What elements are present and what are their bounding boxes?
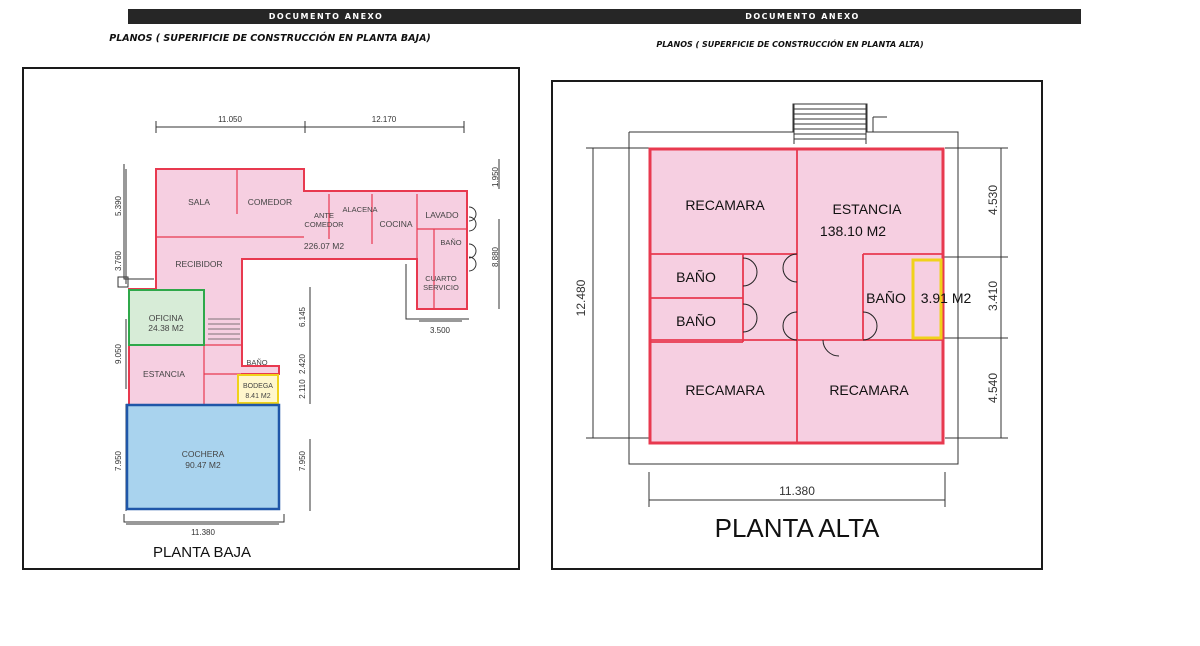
room-recibidor: RECIBIDOR [175, 259, 222, 269]
left-sheet-subtitle: PLANOS ( SUPERIFICIE DE CONSTRUCCIÓN EN … [109, 33, 431, 44]
room-bano: BAÑO [246, 358, 267, 367]
planta-baja-title: PLANTA BAJA [153, 544, 251, 561]
planta-alta-area: 138.10 M2 [820, 223, 886, 239]
room-bano-3: BAÑO [866, 290, 906, 306]
room-cuarto-servicio-line2: SERVICIO [423, 283, 459, 292]
planta-alta-title: PLANTA ALTA [715, 513, 880, 543]
room-recamara-bottom-left: RECAMARA [685, 382, 765, 398]
room-cochera: COCHERA [182, 449, 225, 459]
room-oficina-area: 24.38 M2 [148, 323, 184, 333]
room-antecomedor-line1: ANTE [314, 211, 334, 220]
room-recamara-bottom-right: RECAMARA [829, 382, 909, 398]
planta-baja-floorplan: SALA COMEDOR ANTE COMEDOR ALACENA COCINA… [114, 115, 500, 561]
room-recamara-top-left: RECAMARA [685, 197, 765, 213]
room-bodega-area: 8.41 M2 [245, 393, 270, 400]
dim-4530: 4.530 [986, 185, 1000, 215]
room-sala: SALA [188, 197, 210, 207]
room-estancia: ESTANCIA [833, 201, 903, 217]
dim-12170: 12.170 [372, 115, 397, 124]
room-bodega: BODEGA [243, 383, 273, 390]
room-oficina: OFICINA [149, 313, 184, 323]
room-bano-3-area: 3.91 M2 [921, 290, 972, 306]
document-header-left: DOCUMENTO ANEXO [128, 9, 524, 24]
room-bano-1: BAÑO [676, 269, 716, 285]
dim-5390: 5.390 [114, 195, 123, 216]
header-right-text: DOCUMENTO ANEXO [745, 12, 860, 21]
dim-8880: 8.880 [491, 246, 500, 267]
dim-3760: 3.760 [114, 250, 123, 271]
dim-9050: 9.050 [114, 343, 123, 364]
dim-2110: 2.110 [298, 379, 307, 399]
planta-baja-sheet: SALA COMEDOR ANTE COMEDOR ALACENA COCINA… [22, 67, 520, 570]
dim-6145: 6.145 [298, 306, 307, 327]
dim-3500: 3.500 [430, 326, 451, 335]
room-cuarto-servicio-line1: CUARTO [425, 274, 457, 283]
room-estancia: ESTANCIA [143, 369, 185, 379]
dim-11380: 11.380 [779, 484, 815, 498]
dim-12480: 12.480 [574, 279, 588, 316]
dim-4540: 4.540 [986, 373, 1000, 403]
dim-1950: 1.950 [491, 166, 500, 187]
dim-2420: 2.420 [298, 353, 307, 374]
room-lavado: LAVADO [425, 210, 459, 220]
room-bano-servicio: BAÑO [440, 238, 461, 247]
planta-alta-sheet: RECAMARA ESTANCIA 138.10 M2 BAÑO BAÑO BA… [551, 80, 1043, 570]
document-header-right: DOCUMENTO ANEXO [524, 9, 1081, 24]
room-bano-2: BAÑO [676, 313, 716, 329]
room-alacena: ALACENA [342, 205, 377, 214]
room-cochera-area: 90.47 M2 [185, 460, 221, 470]
room-antecomedor-line2: COMEDOR [304, 220, 344, 229]
room-comedor: COMEDOR [248, 197, 292, 207]
dim-11050: 11.050 [218, 115, 242, 124]
room-cocina: COCINA [379, 219, 412, 229]
dim-7950-right: 7.950 [298, 450, 307, 471]
planta-alta-floorplan: RECAMARA ESTANCIA 138.10 M2 BAÑO BAÑO BA… [574, 103, 1008, 543]
dim-11380: 11.380 [191, 528, 215, 537]
dim-3410: 3.410 [986, 281, 1000, 311]
planta-baja-area: 226.07 M2 [304, 241, 344, 251]
header-left-text: DOCUMENTO ANEXO [268, 12, 384, 21]
right-sheet-subtitle: PLANOS ( SUPERFICIE DE CONSTRUCCIÓN EN P… [656, 40, 924, 49]
dim-7950-left: 7.950 [114, 450, 123, 471]
